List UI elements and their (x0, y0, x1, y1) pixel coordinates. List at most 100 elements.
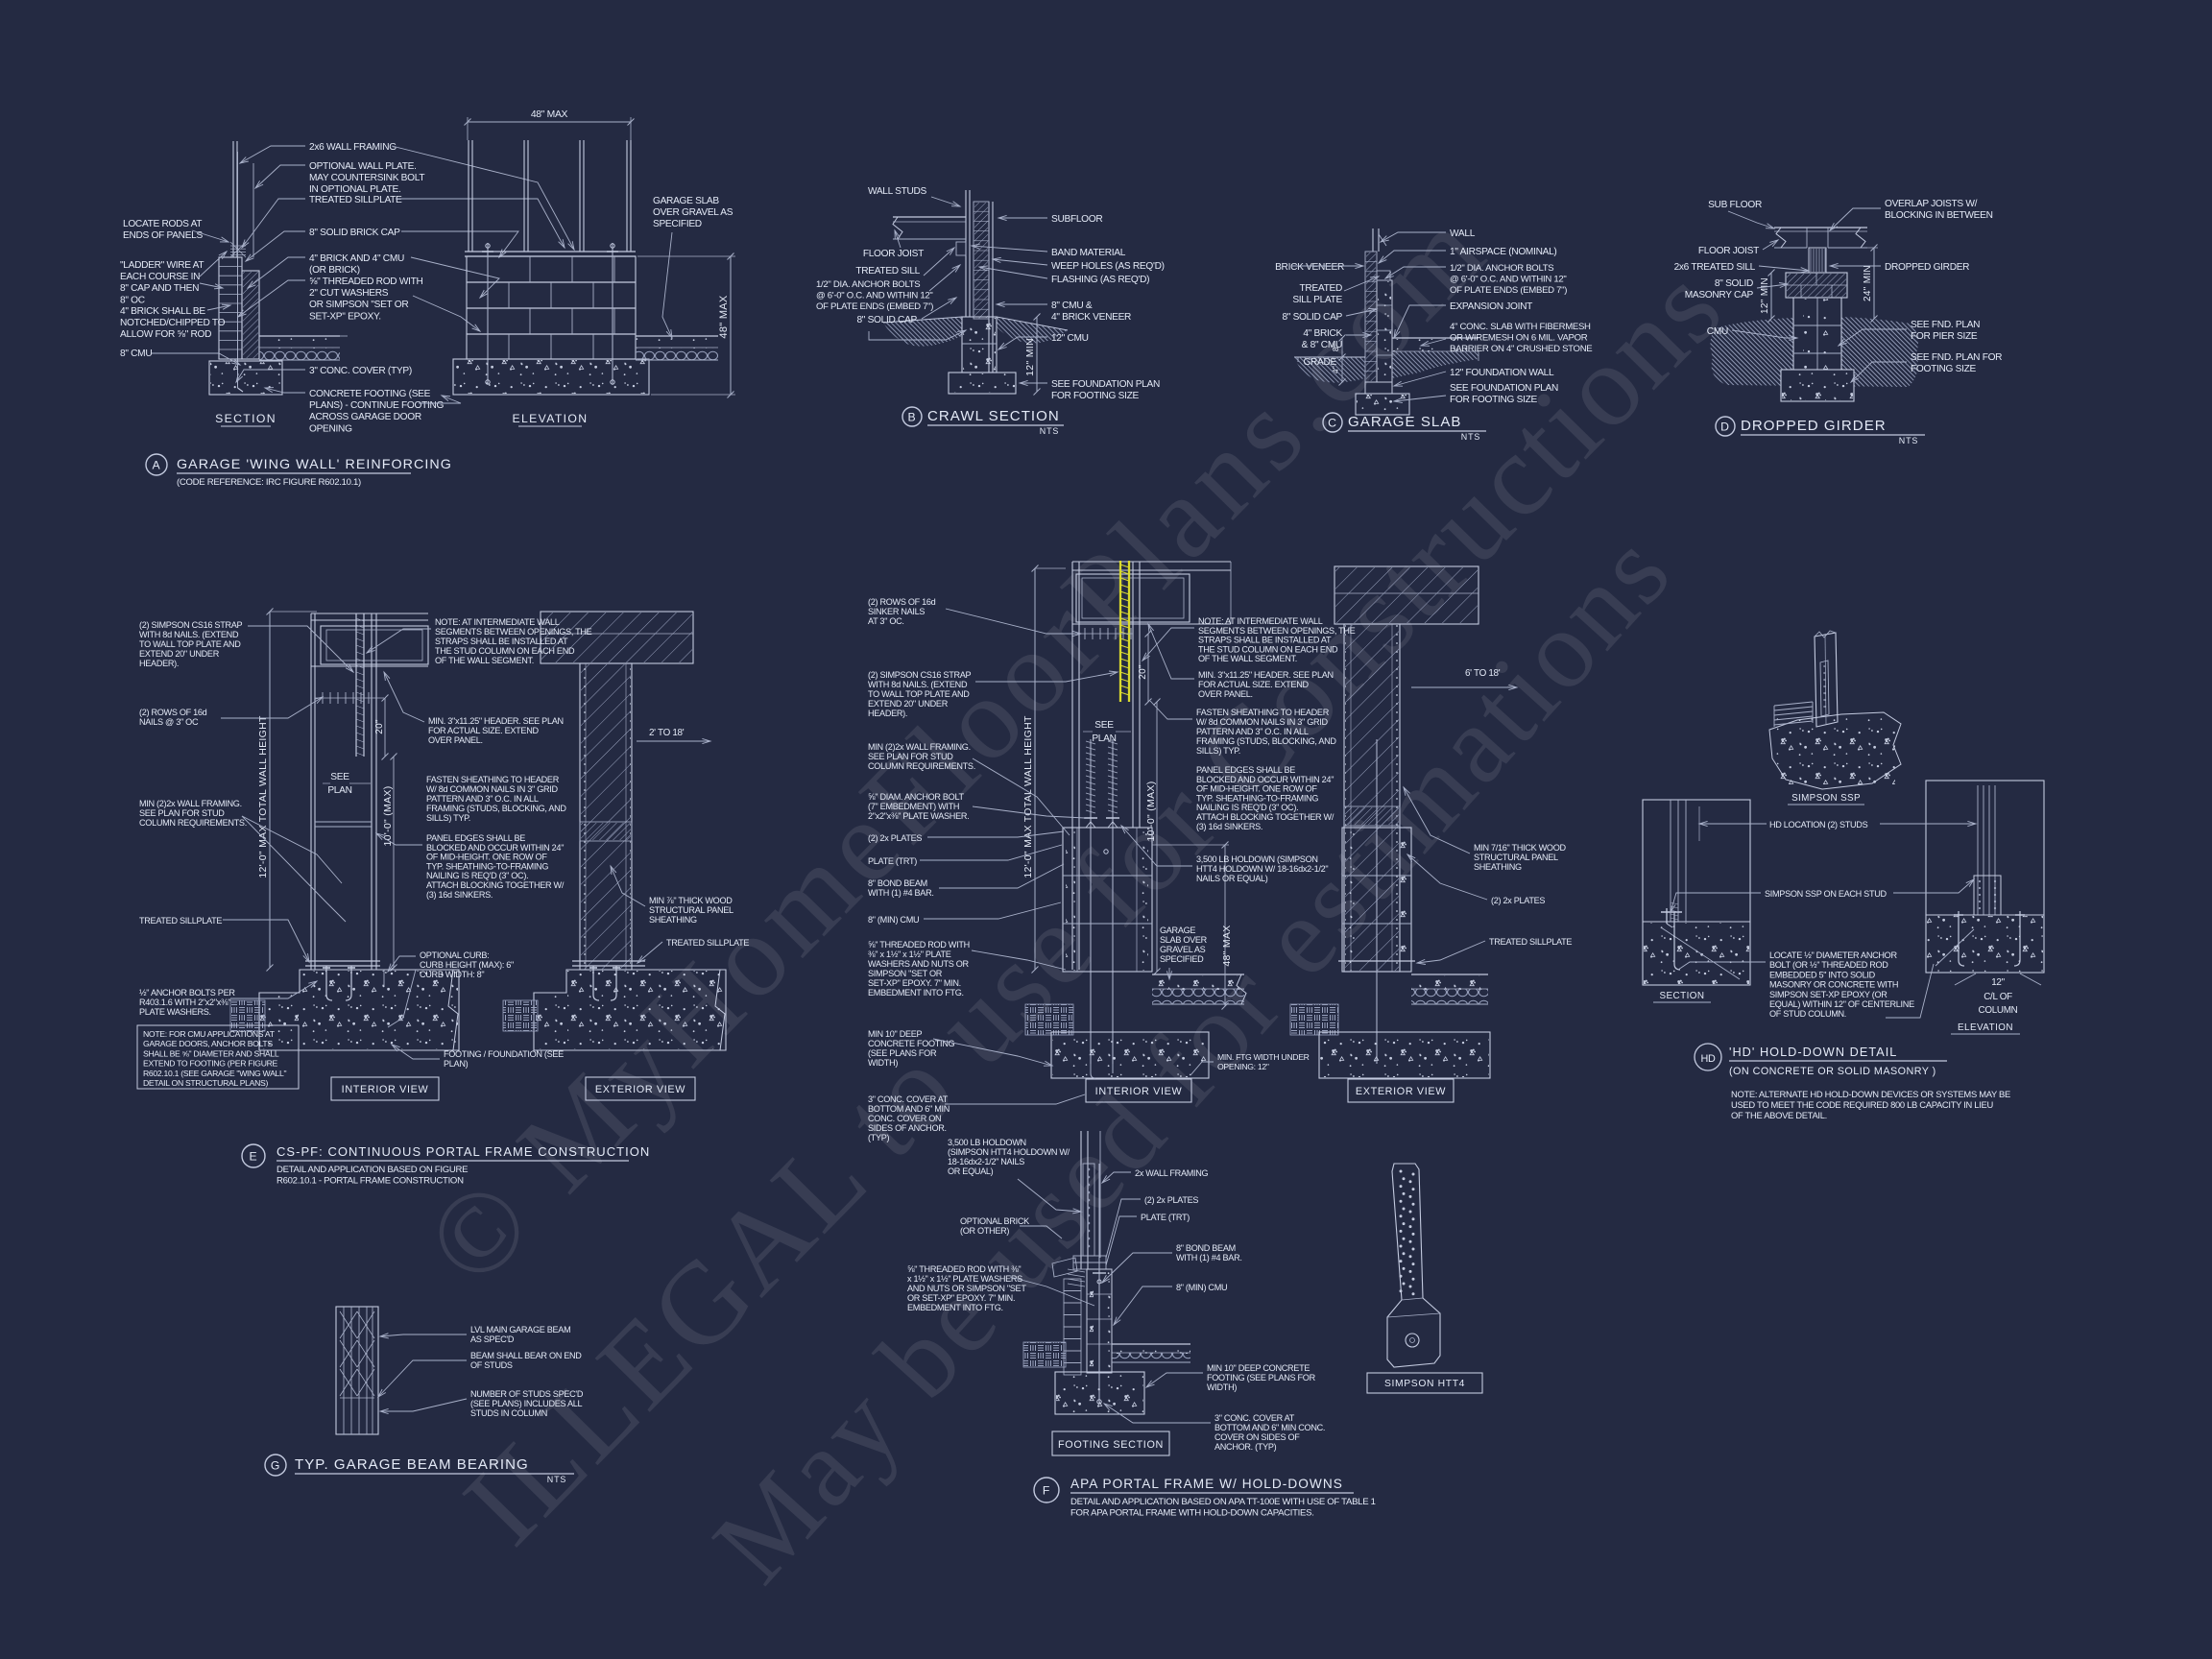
svg-text:OF PLATE ENDS (EMBED 7"): OF PLATE ENDS (EMBED 7") (1450, 285, 1567, 296)
svg-text:EMBEDDED 5" INTO SOLID: EMBEDDED 5" INTO SOLID (1769, 970, 1876, 979)
svg-text:CONCRETE FOOTING (SEE: CONCRETE FOOTING (SEE (309, 389, 431, 399)
svg-text:48" MAX: 48" MAX (531, 109, 568, 120)
svg-text:8" CMU: 8" CMU (120, 349, 152, 359)
svg-text:NOTE: FOR CMU APPLICATIONS AT: NOTE: FOR CMU APPLICATIONS AT (143, 1029, 276, 1039)
svg-text:CURB WIDTH: 8": CURB WIDTH: 8" (420, 970, 484, 979)
svg-text:STUDS IN COLUMN: STUDS IN COLUMN (470, 1408, 547, 1418)
svg-text:MIN ⅞" THICK WOOD: MIN ⅞" THICK WOOD (649, 896, 733, 905)
svg-text:G: G (271, 1459, 280, 1473)
svg-text:OF STUD COLUMN.: OF STUD COLUMN. (1769, 1009, 1846, 1019)
svg-text:SINKER NAILS: SINKER NAILS (868, 607, 925, 616)
svg-text:R602.10.1 (SEE GARAGE "WING WA: R602.10.1 (SEE GARAGE "WING WALL" (143, 1069, 287, 1078)
svg-text:SUBFLOOR: SUBFLOOR (1051, 214, 1102, 225)
svg-text:ATTACH BLOCKING TOGETHER W/: ATTACH BLOCKING TOGETHER W/ (1196, 812, 1334, 822)
svg-text:3,500 LB HOLDOWN (SIMPSON: 3,500 LB HOLDOWN (SIMPSON (1196, 854, 1318, 864)
svg-text:SEGMENTS BETWEEN OPENINGS, THE: SEGMENTS BETWEEN OPENINGS, THE (435, 627, 592, 637)
svg-text:OF MID-HEIGHT. ONE ROW OF: OF MID-HEIGHT. ONE ROW OF (1196, 784, 1317, 794)
svg-text:FOR APA PORTAL FRAME WITH HOLD: FOR APA PORTAL FRAME WITH HOLD-DOWN CAPA… (1070, 1508, 1314, 1519)
svg-text:12" FOUNDATION WALL: 12" FOUNDATION WALL (1450, 368, 1554, 378)
svg-text:FASTEN SHEATHING TO HEADER: FASTEN SHEATHING TO HEADER (1196, 708, 1330, 717)
svg-text:8" SOLID BRICK CAP: 8" SOLID BRICK CAP (309, 228, 400, 238)
svg-text:4" CONC. SLAB WITH FIBERMESH: 4" CONC. SLAB WITH FIBERMESH (1450, 322, 1591, 332)
svg-text:48" MAX: 48" MAX (1221, 925, 1233, 966)
svg-text:FOR ACTUAL SIZE. EXTEND: FOR ACTUAL SIZE. EXTEND (1198, 680, 1309, 689)
svg-text:MIN (2)2x WALL FRAMING.: MIN (2)2x WALL FRAMING. (139, 799, 242, 808)
svg-text:A: A (153, 459, 161, 472)
svg-text:MIN. FTG WIDTH UNDER: MIN. FTG WIDTH UNDER (1217, 1052, 1310, 1062)
svg-text:OR EQUAL): OR EQUAL) (948, 1166, 994, 1176)
svg-text:(SIMPSON HTT4 HOLDOWN W/: (SIMPSON HTT4 HOLDOWN W/ (948, 1147, 1070, 1157)
svg-text:WITH (1) #4 BAR.: WITH (1) #4 BAR. (1176, 1253, 1242, 1262)
svg-text:⅜" x 1½" x 1½" PLATE: ⅜" x 1½" x 1½" PLATE (868, 950, 951, 959)
svg-text:48" MAX: 48" MAX (718, 295, 730, 338)
svg-text:STRUCTURAL PANEL: STRUCTURAL PANEL (649, 905, 733, 915)
svg-text:NTS: NTS (1899, 436, 1918, 445)
svg-text:x 1½" x 1½" PLATE WASHERS: x 1½" x 1½" PLATE WASHERS (907, 1274, 1022, 1284)
svg-text:'HD' HOLD-DOWN DETAIL: 'HD' HOLD-DOWN DETAIL (1729, 1046, 1897, 1059)
svg-text:ALLOW FOR ⅝" ROD: ALLOW FOR ⅝" ROD (120, 329, 211, 340)
svg-text:THE STUD COLUMN ON EACH END: THE STUD COLUMN ON EACH END (1198, 644, 1338, 654)
svg-text:FOR FOOTING SIZE: FOR FOOTING SIZE (1051, 391, 1140, 401)
svg-text:TO WALL TOP PLATE AND: TO WALL TOP PLATE AND (868, 689, 970, 699)
svg-text:WITH 8d NAILS. (EXTEND: WITH 8d NAILS. (EXTEND (868, 680, 968, 689)
svg-text:SHEATHING: SHEATHING (649, 915, 697, 925)
svg-text:INTERIOR VIEW: INTERIOR VIEW (1095, 1086, 1183, 1097)
svg-text:SPECIFIED: SPECIFIED (1160, 954, 1204, 964)
svg-text:(2) ROWS OF 16d: (2) ROWS OF 16d (139, 708, 207, 717)
svg-text:TREATED: TREATED (1300, 283, 1342, 294)
svg-text:6' TO 18': 6' TO 18' (1465, 668, 1501, 679)
svg-text:NOTE: AT INTERMEDIATE WALL: NOTE: AT INTERMEDIATE WALL (1198, 616, 1323, 626)
svg-text:R602.10.1 - PORTAL FRAME CONST: R602.10.1 - PORTAL FRAME CONSTRUCTION (276, 1176, 464, 1187)
svg-text:BOTTOM AND 6" MIN CONC.: BOTTOM AND 6" MIN CONC. (1214, 1423, 1325, 1432)
svg-text:12'-0" MAX TOTAL WALL HEIGHT: 12'-0" MAX TOTAL WALL HEIGHT (1022, 715, 1034, 878)
svg-text:BOTTOM AND 6" MIN: BOTTOM AND 6" MIN (868, 1104, 950, 1114)
svg-text:HTT4 HOLDOWN W/ 18-16dx2-1/2": HTT4 HOLDOWN W/ 18-16dx2-1/2" (1196, 864, 1328, 874)
svg-text:TREATED SILLPLATE: TREATED SILLPLATE (309, 195, 402, 205)
svg-text:MAY COUNTERSINK BOLT: MAY COUNTERSINK BOLT (309, 173, 424, 183)
svg-text:D: D (1720, 421, 1730, 434)
svg-text:AT 3" OC.: AT 3" OC. (868, 616, 904, 626)
svg-text:2x6 TREATED SILL: 2x6 TREATED SILL (1674, 262, 1756, 273)
svg-text:"LADDER" WIRE AT: "LADDER" WIRE AT (120, 260, 204, 271)
svg-text:(CODE REFERENCE: IRC FIGURE R6: (CODE REFERENCE: IRC FIGURE R602.10.1) (177, 477, 361, 488)
svg-text:ATTACH BLOCKING TOGETHER W/: ATTACH BLOCKING TOGETHER W/ (426, 880, 565, 890)
svg-text:20": 20" (1138, 664, 1148, 680)
svg-text:PATTERN AND 3" O.C. IN ALL: PATTERN AND 3" O.C. IN ALL (426, 794, 539, 804)
svg-text:TREATED SILLPLATE: TREATED SILLPLATE (1489, 937, 1572, 947)
svg-text:TREATED SILLPLATE: TREATED SILLPLATE (666, 938, 749, 948)
svg-text:8" SOLID CAP: 8" SOLID CAP (856, 315, 917, 325)
svg-text:NAILING IS REQ'D (3" OC).: NAILING IS REQ'D (3" OC). (426, 871, 528, 880)
svg-text:NAILS @ 3" OC: NAILS @ 3" OC (139, 717, 199, 727)
svg-text:2' TO 18': 2' TO 18' (649, 728, 685, 738)
svg-text:B: B (908, 411, 917, 424)
svg-text:4" BRICK SHALL BE: 4" BRICK SHALL BE (120, 306, 205, 317)
svg-text:SEE FND. PLAN FOR: SEE FND. PLAN FOR (1911, 352, 2002, 363)
svg-text:EXTEND TO FOOTING (PER FIGURE: EXTEND TO FOOTING (PER FIGURE (143, 1059, 278, 1069)
svg-text:OR SET-XP" EPOXY. 7" MIN.: OR SET-XP" EPOXY. 7" MIN. (907, 1293, 1015, 1303)
svg-text:DROPPED GIRDER: DROPPED GIRDER (1741, 418, 1887, 434)
svg-text:3" CONC. COVER (TYP): 3" CONC. COVER (TYP) (309, 366, 412, 376)
svg-text:HD LOCATION (2) STUDS: HD LOCATION (2) STUDS (1769, 820, 1868, 830)
svg-text:BLOCKING IN BETWEEN: BLOCKING IN BETWEEN (1885, 210, 1993, 221)
svg-text:APA PORTAL FRAME W/ HOLD-DOWNS: APA PORTAL FRAME W/ HOLD-DOWNS (1070, 1477, 1343, 1491)
svg-text:PLANS) - CONTINUE FOOTING: PLANS) - CONTINUE FOOTING (309, 400, 445, 411)
svg-text:PATTERN AND 3" O.C. IN ALL: PATTERN AND 3" O.C. IN ALL (1196, 727, 1309, 736)
svg-text:WIDTH): WIDTH) (868, 1058, 898, 1068)
svg-text:SHALL BE ⅝" DIAMETER AND SHALL: SHALL BE ⅝" DIAMETER AND SHALL (143, 1048, 279, 1058)
svg-text:OPTIONAL BRICK: OPTIONAL BRICK (960, 1216, 1029, 1226)
svg-text:GRAVEL AS: GRAVEL AS (1160, 945, 1206, 954)
svg-text:8" BOND BEAM: 8" BOND BEAM (868, 878, 927, 888)
svg-text:TREATED SILL: TREATED SILL (855, 266, 920, 276)
svg-text:EXPANSION JOINT: EXPANSION JOINT (1450, 301, 1532, 312)
svg-text:PLATE (TRT): PLATE (TRT) (1141, 1213, 1190, 1222)
svg-text:SEE FND. PLAN: SEE FND. PLAN (1911, 320, 1980, 330)
svg-text:8" CMU &: 8" CMU & (1051, 301, 1093, 311)
svg-text:FOOTING SIZE: FOOTING SIZE (1911, 364, 1976, 374)
svg-text:4" BRICK VENEER: 4" BRICK VENEER (1051, 312, 1131, 323)
svg-text:STRAPS SHALL BE INSTALLED AT: STRAPS SHALL BE INSTALLED AT (435, 637, 568, 646)
svg-text:BLOCKED AND OCCUR WITHIN 24": BLOCKED AND OCCUR WITHIN 24" (1196, 775, 1334, 784)
svg-text:HEADER).: HEADER). (868, 709, 907, 718)
svg-text:FLASHING (AS REQ'D): FLASHING (AS REQ'D) (1051, 275, 1149, 285)
svg-text:BRICK VENEER: BRICK VENEER (1275, 262, 1344, 273)
svg-text:8" (MIN) CMU: 8" (MIN) CMU (1176, 1283, 1227, 1292)
